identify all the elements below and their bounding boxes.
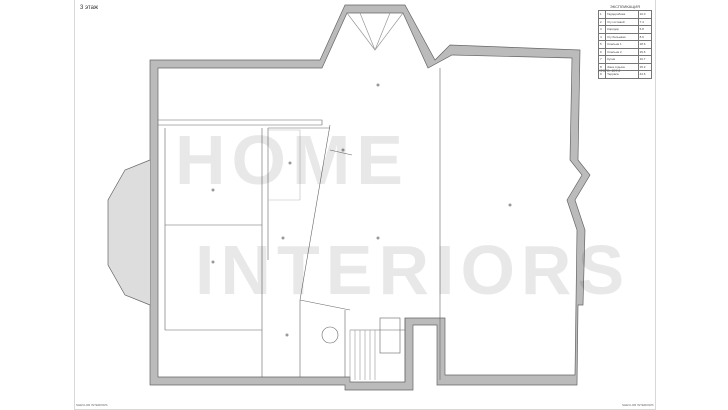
watermark-home: HOME xyxy=(175,121,409,199)
legend-n: 2 xyxy=(597,17,607,26)
stair xyxy=(379,317,401,354)
legend-n: 6 xyxy=(597,47,607,56)
dining-table xyxy=(321,326,339,344)
legend-area: 29.6 xyxy=(637,47,653,56)
legend-n: 3 xyxy=(597,25,607,34)
legend-area: 7.4 xyxy=(637,17,653,26)
legend-area: 18.6 xyxy=(637,40,653,49)
legend-area: 16.7 xyxy=(637,55,653,64)
legend-n: 4 xyxy=(597,32,607,41)
legend-area: 10.0 xyxy=(637,10,653,19)
legend-area: 15.3 xyxy=(637,62,653,71)
legend-area: 5.8 xyxy=(637,25,653,34)
floor-title: 3 этаж xyxy=(80,5,98,11)
interior-walls xyxy=(158,68,441,382)
watermark-interiors: INTERIORS xyxy=(195,231,631,309)
legend-area: 44.6 xyxy=(637,70,653,79)
footer-right: SHEVLOR INTERIORS xyxy=(622,403,654,407)
legend-title: ЭКСПЛИКАЦИЯ xyxy=(609,4,641,9)
legend-name: Коридор xyxy=(605,25,639,34)
legend-name: Спальня 2 xyxy=(605,47,639,56)
legend-n: 7 xyxy=(597,55,607,64)
legend-name: С/у бельевая xyxy=(605,32,639,41)
legend-name: Кухня xyxy=(605,55,639,64)
bay-window-left xyxy=(107,159,151,306)
room-markers xyxy=(211,83,512,337)
legend-area: 8.9 xyxy=(637,32,653,41)
bay-window-top xyxy=(346,12,404,51)
legend-n: 5 xyxy=(597,40,607,49)
legend-name: Спальня 1 xyxy=(605,40,639,49)
footer-left: SHEVLOR INTERIORS xyxy=(76,403,108,407)
total-area: ИТОГО: 207.2 xyxy=(598,69,621,73)
legend-name: Гардеробная xyxy=(605,10,639,19)
legend-name: С/у гостевой xyxy=(605,17,639,26)
interior-area xyxy=(157,12,583,383)
legend-n: 1 xyxy=(597,10,607,19)
